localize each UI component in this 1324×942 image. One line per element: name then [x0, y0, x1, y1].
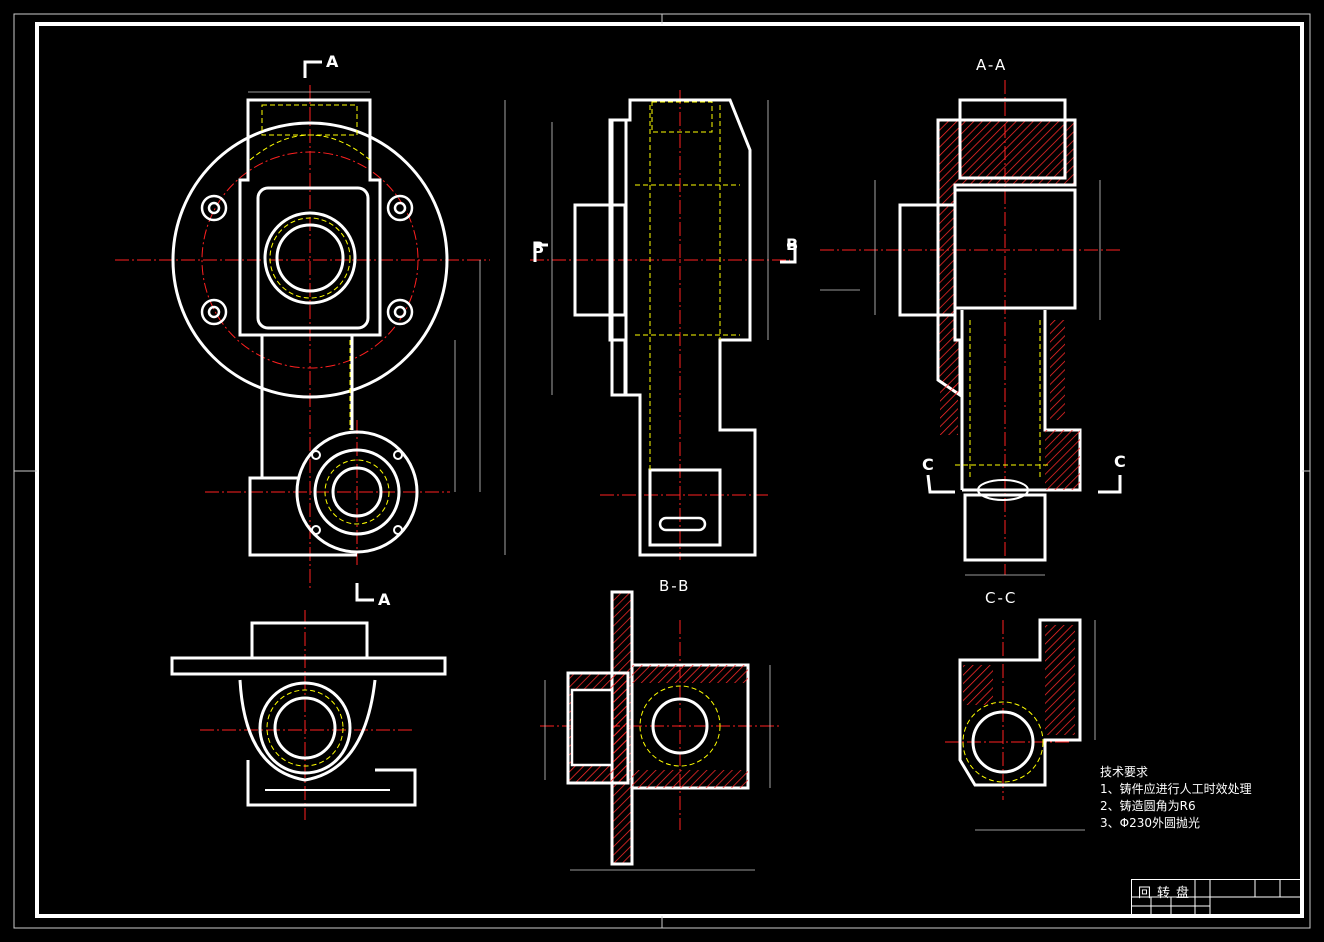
section-mark-b-right: B — [786, 235, 799, 254]
tech-requirements: 技术要求 1、铸件应进行人工时效处理 2、铸造圆角为R6 3、Φ230外圆抛光 — [1100, 764, 1252, 832]
title-block: 回转盘 — [1131, 879, 1303, 917]
view-title-aa: A-A — [976, 56, 1008, 74]
front-view — [115, 60, 506, 602]
side-view — [530, 90, 797, 560]
section-mark-a-bottom: A — [378, 590, 391, 609]
section-cc-view — [945, 618, 1096, 831]
drawing-frame — [13, 13, 1311, 929]
section-mark-c-right: C — [1114, 452, 1126, 471]
tech-requirement-item: 3、Φ230外圆抛光 — [1100, 816, 1200, 830]
drawing-title: 回转盘 — [1138, 886, 1196, 901]
tech-requirement-item: 2、铸造圆角为R6 — [1100, 799, 1196, 813]
section-mark-c-left: C — [922, 455, 934, 474]
section-bb-view — [540, 590, 780, 871]
view-title-bb: B-B — [659, 577, 691, 595]
tech-requirements-heading: 技术要求 — [1100, 765, 1149, 779]
section-aa-view — [820, 80, 1122, 576]
tech-requirement-item: 1、铸件应进行人工时效处理 — [1100, 782, 1252, 796]
section-mark-b-left: B — [532, 238, 545, 257]
section-mark-a-top: A — [326, 52, 339, 71]
title-block-lines — [1131, 879, 1301, 915]
bottom-view — [170, 610, 447, 820]
view-title-cc: C-C — [985, 589, 1018, 607]
